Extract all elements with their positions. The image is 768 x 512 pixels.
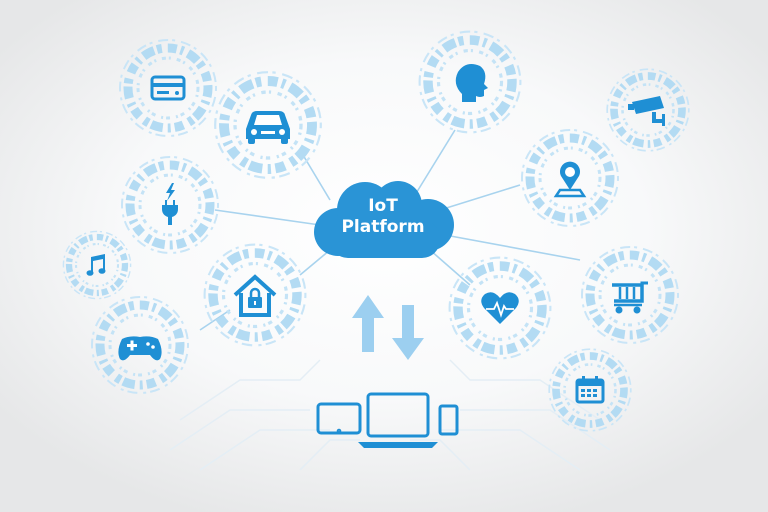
circuit-pattern xyxy=(169,359,611,471)
smartphone-icon xyxy=(438,404,459,436)
smart-home-lock-icon xyxy=(233,274,277,317)
cloud-label: IoT Platform xyxy=(318,196,448,238)
tablet-icon xyxy=(316,402,362,435)
car-icon xyxy=(246,111,290,144)
cloud-label-line1: IoT xyxy=(368,196,398,216)
head-icon xyxy=(455,64,488,102)
download-arrow-icon xyxy=(392,305,424,360)
iot-cloud xyxy=(314,181,454,258)
shopping-cart-icon xyxy=(612,281,648,314)
cctv-camera-icon xyxy=(628,96,665,126)
location-map-icon xyxy=(553,161,587,198)
game-controller-icon xyxy=(118,336,162,361)
heart-rate-icon xyxy=(481,292,519,324)
cloud-label-line2: Platform xyxy=(341,217,425,237)
connection-lines xyxy=(199,129,581,331)
laptop-icon xyxy=(358,392,438,448)
music-note-icon xyxy=(86,254,106,276)
credit-card-icon xyxy=(150,75,186,101)
calendar-icon xyxy=(575,376,605,404)
upload-arrow-icon xyxy=(352,295,384,352)
power-plug-icon xyxy=(162,183,178,225)
